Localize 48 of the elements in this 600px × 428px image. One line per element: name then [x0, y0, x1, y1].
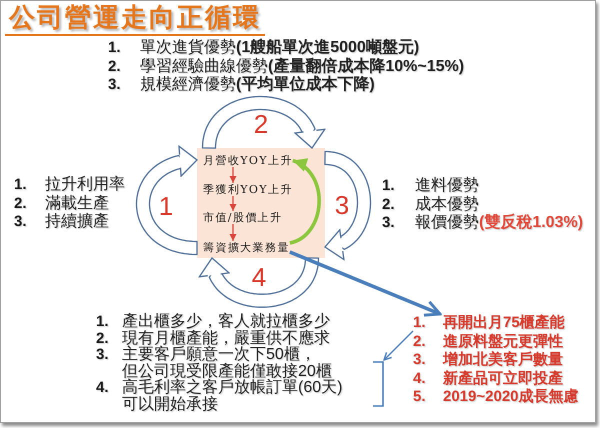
list-number: 1. [413, 314, 426, 332]
list-item: 進原料盤元更彈性 [443, 332, 563, 350]
list-number: 1. [382, 177, 395, 196]
list-item: 拉升利用率 [45, 176, 125, 194]
list-number: 3. [108, 76, 121, 94]
list-item: 產出櫃多少，客人就拉櫃多少 [122, 314, 330, 330]
list-number: 2. [96, 330, 109, 347]
list-number: 4. [413, 370, 426, 388]
list-number: 3. [413, 351, 426, 370]
list-item: 現有月櫃產能，嚴重供不應求 [122, 330, 330, 346]
process-box [197, 148, 325, 258]
list-item: 再開出月75櫃產能 [443, 314, 565, 332]
list-item: 主要客戶願意一次下50櫃，但公司現受限產能僅敢接20櫃 [122, 347, 333, 380]
list-item: 持續擴產 [45, 213, 109, 232]
list-item: 新產品可立即投產 [443, 370, 563, 388]
list-number: 2. [413, 332, 426, 351]
arrow [230, 196, 236, 211]
list-number: 5. [413, 388, 426, 406]
curved-arrow [289, 158, 321, 245]
list-number: 3. [96, 347, 109, 364]
list-item: 滿載生產 [45, 194, 109, 212]
list-number: 1. [14, 176, 27, 194]
list-number: 2. [108, 58, 121, 76]
arrow [383, 330, 414, 361]
list-number: 1. [108, 39, 121, 58]
list-item: 2019~2020成長無慮 [443, 388, 578, 406]
list-number: 3. [14, 213, 27, 232]
list-item: 進料優勢 [415, 177, 479, 196]
step-label: 月營收YOY上升 [203, 154, 293, 167]
list-number: 2. [382, 196, 395, 214]
list-number: 4. [96, 380, 109, 396]
step-label: 籌資擴大業務量 [203, 241, 290, 254]
arrow [230, 167, 236, 183]
list-number: 2. [14, 194, 27, 213]
list-number: 3. [382, 214, 395, 232]
list-item: 學習經驗曲線優勢(產量翻倍成本降10%~15%) [140, 58, 464, 76]
title: 公司營運走向正循環 [5, 3, 265, 36]
arrow [230, 224, 236, 241]
list-item: 報價優勢(雙反稅1.03%) [415, 214, 584, 232]
list-item: 成本優勢 [415, 196, 479, 214]
list-item: 單次進貨優勢(1艘船單次進5000噸盤元) [140, 39, 420, 57]
step-label: 季獲利YOY上升 [203, 183, 293, 196]
list-item: 高毛利率之客戶放帳訂單(60天)可以開始承接 [122, 380, 344, 413]
list-item: 增加北美客戶數量 [443, 351, 563, 370]
list-number: 1. [96, 314, 109, 330]
step-label: 市值/股價上升 [203, 211, 283, 224]
list-item: 規模經濟優勢(平均單位成本下降) [140, 76, 375, 94]
arrow [289, 250, 442, 317]
